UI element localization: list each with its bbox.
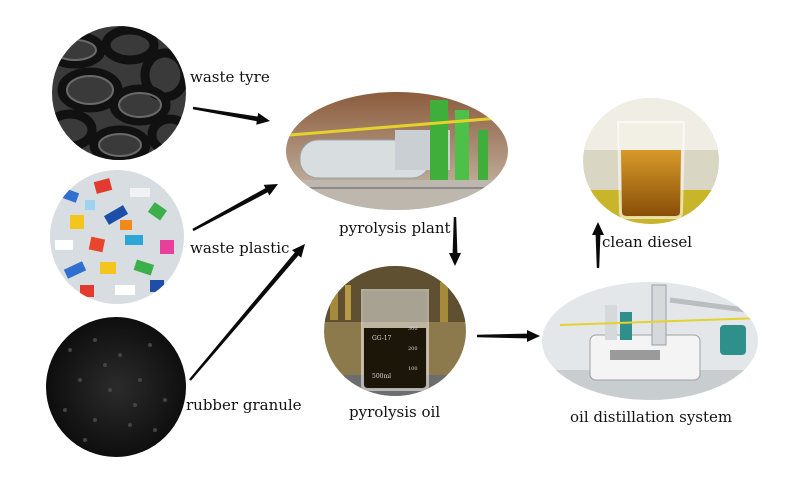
label-oil-distillation-system: oil distillation system (570, 408, 732, 426)
arrows (189, 106, 604, 381)
arrow-tyre-to-plant (192, 106, 270, 125)
beaker-mark: 100 (408, 366, 418, 372)
pyrolysis-oil-image: GG-17 500ml 300 200 100 (324, 266, 466, 396)
rubber-granule-image (46, 317, 186, 457)
label-clean-diesel: clean diesel (602, 233, 692, 251)
label-waste-plastic: waste plastic (190, 239, 289, 257)
arrow-plastic-to-plant (192, 184, 278, 232)
label-rubber-granule: rubber granule (186, 396, 302, 414)
label-waste-tyre: waste tyre (190, 68, 270, 86)
beaker-brand: GG-17 (372, 335, 392, 342)
arrow-plant-to-oil (449, 217, 461, 266)
beaker-mark: 200 (408, 346, 418, 352)
clean-diesel-image (583, 98, 719, 224)
oil-distillation-image (542, 282, 758, 400)
waste-plastic-image (50, 170, 184, 304)
label-pyrolysis-oil: pyrolysis oil (349, 403, 440, 421)
arrow-oil-to-distill (477, 330, 540, 342)
beaker-volume: 500ml (372, 373, 391, 380)
label-pyrolysis-plant: pyrolysis plant (339, 219, 451, 237)
pyrolysis-plant-image (286, 92, 508, 210)
waste-tyre-image (52, 26, 186, 160)
arrow-rubber-to-plant (189, 244, 305, 381)
arrow-distill-to-diesel (592, 222, 604, 268)
beaker-mark: 300 (408, 326, 418, 332)
